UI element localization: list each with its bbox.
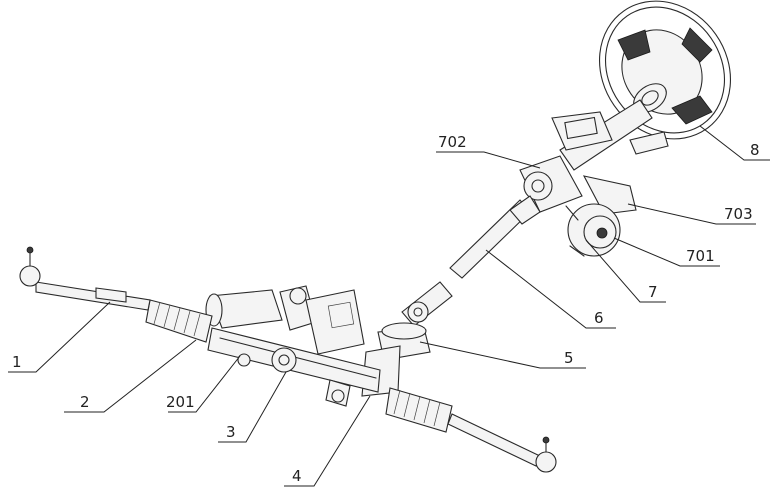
callout-1: 1	[12, 353, 22, 371]
callout-703: 703	[724, 205, 753, 223]
assist-motor	[205, 285, 365, 355]
callout-7: 7	[648, 283, 658, 301]
callout-701: 701	[686, 247, 715, 265]
callout-702: 702	[438, 133, 467, 151]
callout-201: 201	[166, 393, 195, 411]
leader-lines	[8, 125, 770, 487]
callout-3: 3	[226, 423, 236, 441]
steering-column	[519, 99, 669, 257]
leader-201	[168, 355, 241, 413]
leader-2	[64, 339, 197, 413]
intermediate-shaft	[401, 195, 541, 327]
callout-labels: 1 2 201 3 4 5 6 7 701 702 703 8	[12, 133, 760, 485]
leader-1	[8, 301, 111, 373]
leader-701	[613, 237, 720, 267]
callout-5: 5	[564, 349, 574, 367]
reducer	[237, 347, 297, 373]
leader-8	[699, 125, 770, 161]
leader-703	[627, 203, 756, 225]
left-boot-tierod	[19, 246, 213, 343]
callout-4: 4	[292, 467, 302, 485]
callout-2: 2	[80, 393, 90, 411]
leader-5	[419, 341, 586, 369]
leader-6	[485, 249, 616, 329]
leader-4	[284, 395, 371, 487]
leader-3	[218, 371, 287, 443]
right-boot-tierod	[385, 387, 557, 473]
callout-8: 8	[750, 141, 760, 159]
leader-7	[585, 239, 666, 303]
callout-6: 6	[594, 309, 604, 327]
leader-702	[436, 151, 541, 169]
